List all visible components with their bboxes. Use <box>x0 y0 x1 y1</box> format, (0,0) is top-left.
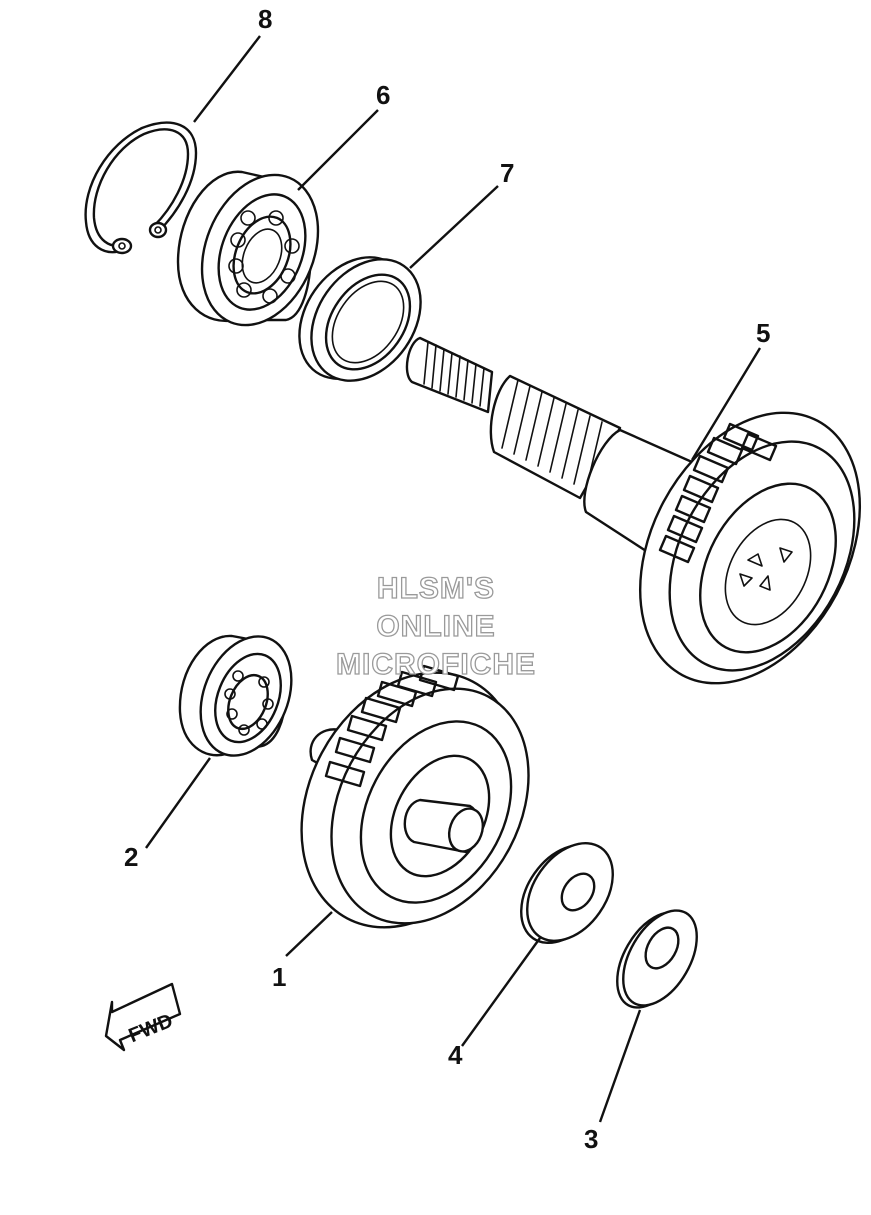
leader-2 <box>145 757 211 849</box>
leader-3 <box>598 1009 642 1123</box>
leader-8 <box>193 35 261 123</box>
callout-7: 7 <box>500 158 514 188</box>
callout-1: 1 <box>272 962 286 992</box>
watermark: HLSM'S ONLINE MICROFICHE <box>335 571 536 681</box>
callout-labels: 8 6 7 5 2 1 4 3 <box>124 4 770 1154</box>
fwd-direction-arrow: FWD <box>104 982 182 1052</box>
callout-2: 2 <box>124 842 138 872</box>
part-6-bearing[interactable] <box>176 157 339 342</box>
part-2-bearing[interactable] <box>178 623 308 769</box>
part-1-gear[interactable] <box>259 635 568 966</box>
watermark-line-2: ONLINE <box>376 610 495 643</box>
leader-6 <box>297 109 379 191</box>
leader-5 <box>690 347 762 461</box>
part-3-washer[interactable] <box>602 898 712 1020</box>
leader-7 <box>409 185 499 269</box>
callout-3: 3 <box>584 1124 598 1154</box>
callout-5: 5 <box>756 318 770 348</box>
part-8-circlip[interactable] <box>84 121 198 255</box>
callout-8: 8 <box>258 4 272 34</box>
leader-1 <box>285 911 333 957</box>
leader-lines <box>145 35 762 1123</box>
callout-4: 4 <box>448 1040 463 1070</box>
callout-6: 6 <box>376 80 390 110</box>
part-7-oil-seal[interactable] <box>277 236 443 401</box>
part-5-shaft-gear[interactable] <box>405 336 871 721</box>
part-4-washer[interactable] <box>504 827 631 959</box>
watermark-line-3: MICROFICHE <box>336 648 536 681</box>
watermark-line-1: HLSM'S <box>377 572 495 605</box>
leader-4 <box>461 937 541 1047</box>
